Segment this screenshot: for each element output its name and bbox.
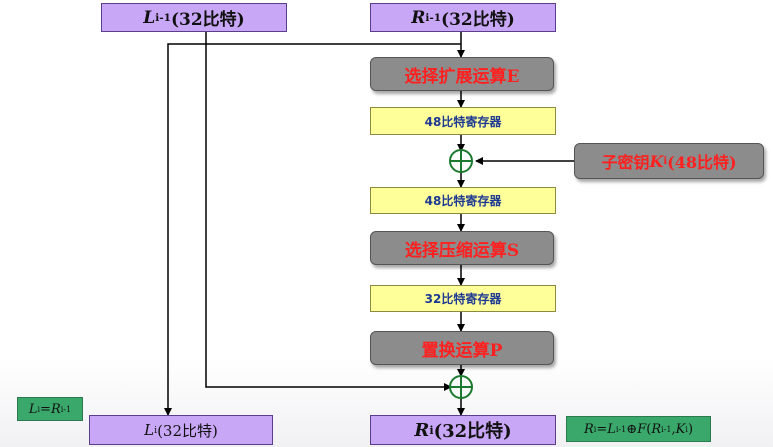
register-48-a: 48比特寄存器	[370, 107, 556, 135]
compression-s-box: 选择压缩运算S	[370, 231, 554, 265]
expansion-e-box: 选择扩展运算E	[370, 57, 554, 91]
arrow-r-to-left-output	[164, 43, 461, 416]
register-32: 32比特寄存器	[370, 285, 556, 312]
register-48-b: 48比特寄存器	[370, 187, 556, 214]
permutation-p-box: 置换运算P	[370, 331, 554, 365]
xor-icon	[449, 149, 473, 173]
arrow-l-to-xor	[205, 32, 452, 391]
xor-icon	[449, 375, 473, 399]
